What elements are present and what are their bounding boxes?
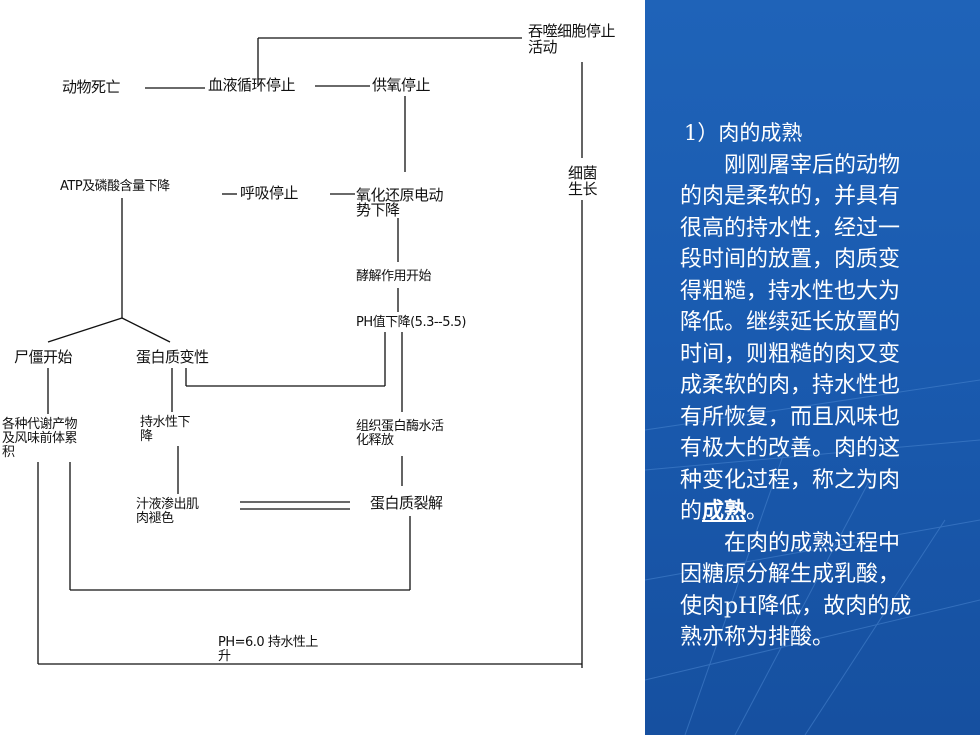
node-ph-rise-cont: 升	[218, 649, 231, 664]
connector-line	[121, 317, 171, 343]
para2-line: 使肉pH降低，故肉的成	[680, 593, 912, 619]
para1-line: 得粗糙，持水性也大为	[680, 278, 901, 304]
node-redox-decline-cont: 势下降	[356, 201, 400, 219]
panel-background-lines	[645, 379, 980, 735]
node-protein-denaturation: 蛋白质变性	[136, 348, 209, 366]
section-heading: 1）肉的成熟	[684, 121, 803, 145]
node-protein-decomposition: 蛋白质裂解	[370, 494, 443, 512]
node-rigor-start: 尸僵开始	[14, 348, 73, 366]
node-glycolysis-start: 酵解作用开始	[356, 269, 432, 284]
node-bacteria-growth-cont: 生长	[568, 180, 598, 198]
panel-text: 1）肉的成熟 刚刚屠宰后的动物 的肉是柔软的，并具有 很高的持水性，经过一 段时…	[680, 118, 970, 654]
para1-line: 的肉是柔软的，并具有	[680, 184, 901, 209]
node-enzyme-release: 组织蛋白酶水活	[356, 419, 444, 434]
text-panel: 1）肉的成熟 刚刚屠宰后的动物 的肉是柔软的，并具有 很高的持水性，经过一 段时…	[645, 0, 980, 735]
node-oxygen-stop: 供氧停止	[372, 76, 431, 94]
node-ph-rise: PH=6.0 持水性上	[218, 635, 318, 650]
node-water-holding-drop-cont: 降	[140, 429, 153, 444]
para1-line: 成柔软的肉，持水性也	[680, 373, 901, 398]
para2-line: 因糖原分解生成乳酸，	[680, 562, 901, 587]
node-metabolites-cont2: 积	[2, 445, 15, 460]
para1-line: 有极大的改善。肉的这	[680, 436, 901, 461]
node-phagocyte-stop-cont: 活动	[528, 38, 558, 56]
para1-last-line: 的成熟。	[680, 496, 970, 528]
node-animal-death: 动物死亡	[62, 78, 121, 96]
node-metabolites: 各种代谢产物	[2, 417, 78, 432]
para1-line: 降低。继续延长放置的	[680, 310, 901, 335]
node-respiration-stop: 呼吸停止	[240, 184, 299, 202]
node-metabolites-cont: 及风味前体累	[2, 431, 78, 446]
para1-line: 时间，则粗糙的肉又变	[680, 341, 901, 367]
para1-line: 很高的持水性，经过一	[680, 215, 901, 241]
para1-line: 种变化过程，称之为肉	[680, 467, 901, 493]
node-bacteria-growth: 细菌	[568, 164, 598, 182]
node-juice-loss-cont: 肉褪色	[136, 511, 174, 526]
para1-line: 刚刚屠宰后的动物	[724, 152, 901, 178]
term-link[interactable]: 成熟	[702, 498, 747, 524]
para1-line: 段时间的放置，肉质变	[680, 247, 901, 272]
node-ph-drop: PH值下降(5.3--5.5)	[356, 315, 467, 330]
para1-prefix: 的	[680, 499, 703, 524]
para1-suffix: 。	[746, 499, 769, 524]
para1-line: 有所恢复，而且风味也	[680, 404, 901, 430]
para2-line: 熟亦称为排酸。	[680, 625, 835, 650]
node-atp-decline: ATP及磷酸含量下降	[60, 179, 170, 194]
node-phagocyte-stop: 吞噬细胞停止	[528, 22, 616, 40]
node-water-holding-drop: 持水性下	[140, 415, 191, 430]
node-redox-decline: 氧化还原电动	[356, 186, 444, 204]
flow-diagram: 吞噬细胞停止 活动 动物死亡 血液循环停止 供氧停止 细菌 生长 ATP及磷酸含…	[2, 22, 616, 668]
node-blood-circulation-stop: 血液循环停止	[208, 76, 296, 94]
node-enzyme-release-cont: 化释放	[356, 433, 394, 448]
node-juice-loss: 汁液渗出肌	[136, 497, 199, 512]
para2-line: 在肉的成熟过程中	[724, 530, 901, 556]
diagram-connectors	[37, 37, 583, 668]
connector-line	[47, 317, 123, 343]
